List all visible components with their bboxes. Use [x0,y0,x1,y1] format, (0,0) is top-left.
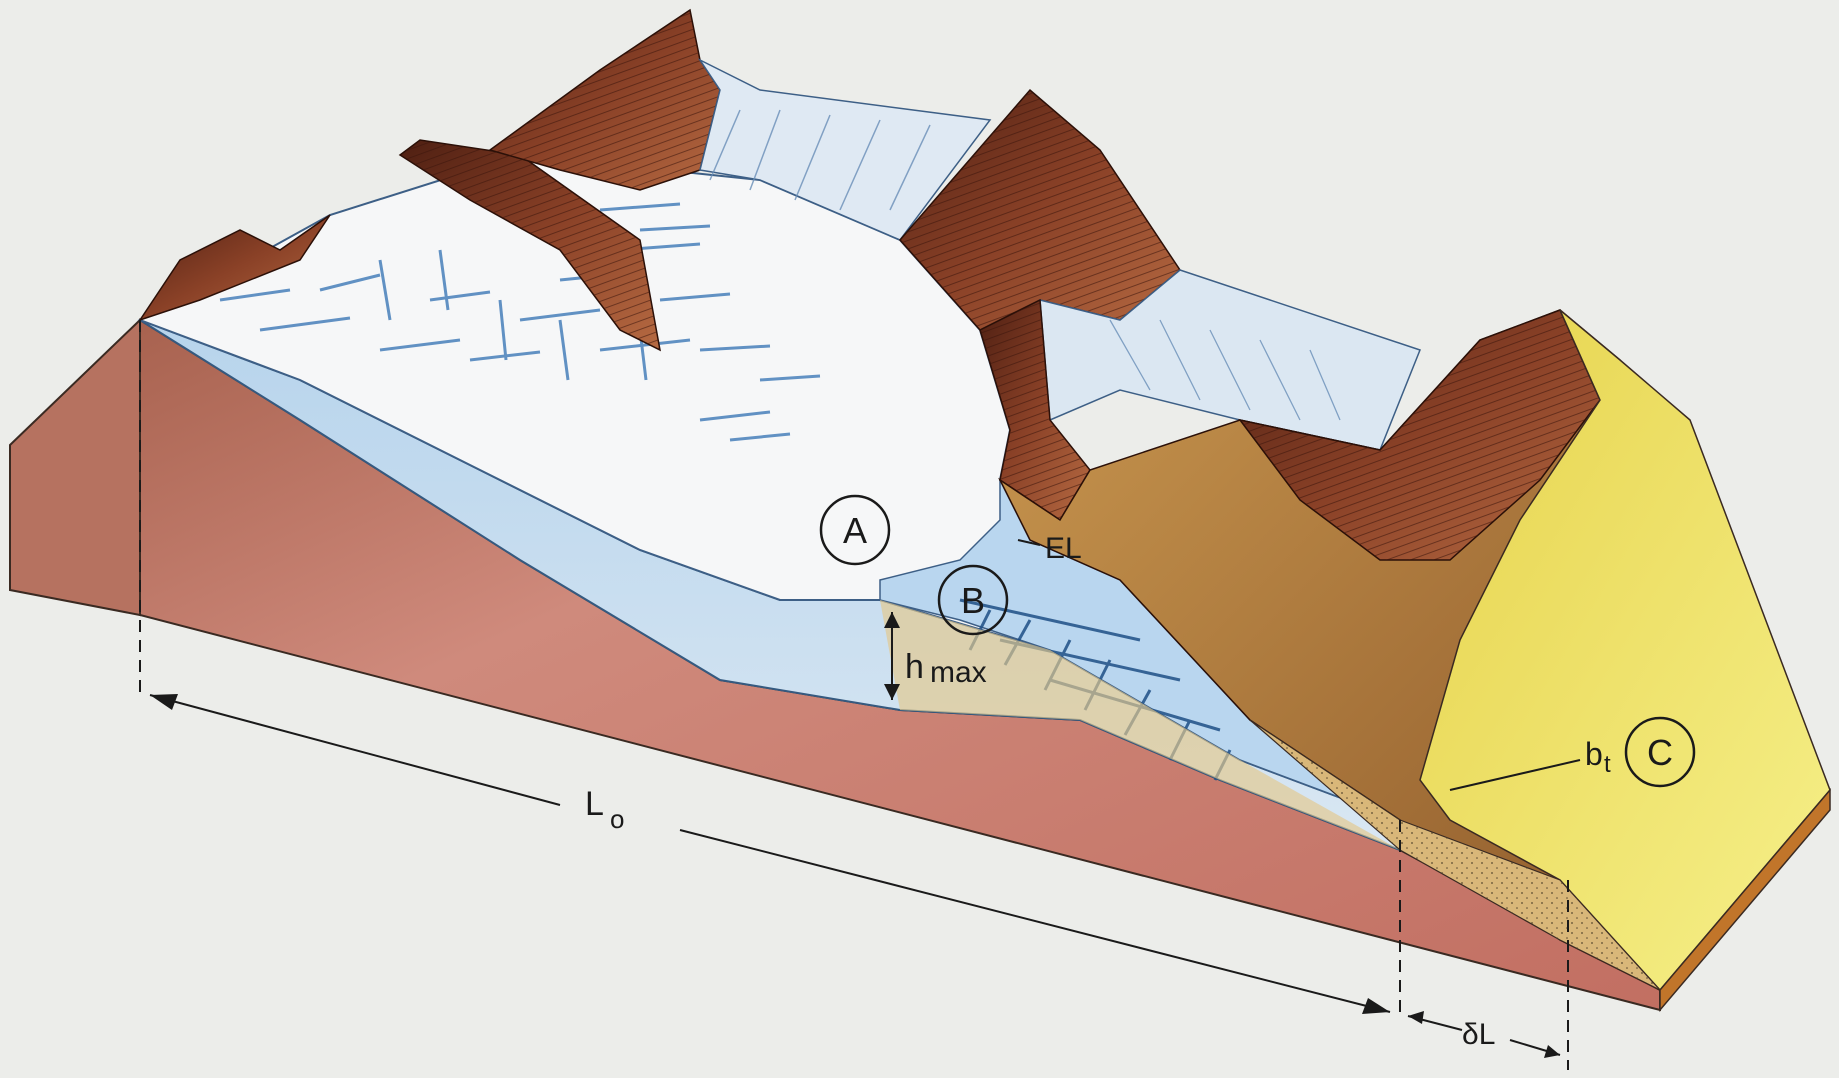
length-label: L [585,785,604,823]
delta-l-label: δL [1462,1018,1495,1051]
h-label: h [905,648,924,686]
b-label: b [1585,736,1603,772]
zone-a-label: A [843,510,867,551]
length-subscript: o [610,804,624,834]
zone-b-label: B [961,580,985,621]
equilibrium-line-label: EL [1045,532,1082,565]
zone-c-label: C [1647,732,1673,773]
max-label: max [930,656,987,689]
b-subscript: t [1604,751,1611,778]
